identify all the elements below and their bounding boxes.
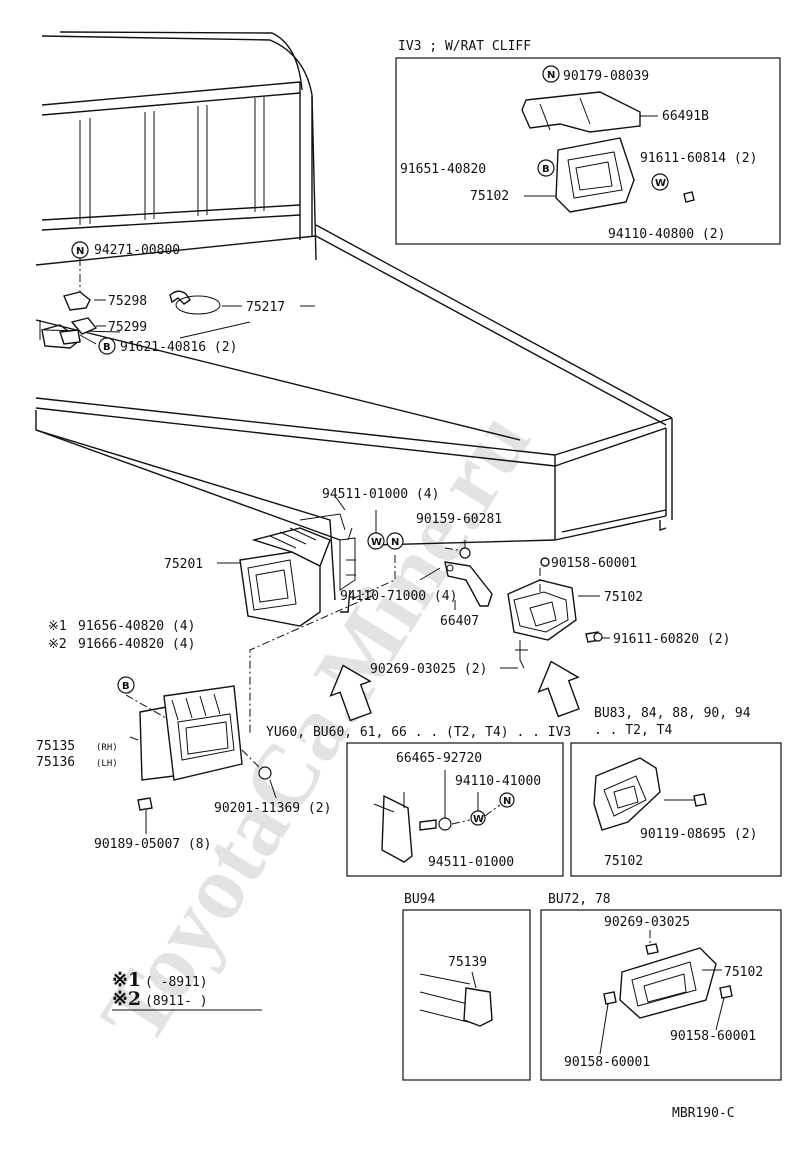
- part-label: 75102: [604, 854, 643, 869]
- label-75299: 75299: [108, 320, 147, 335]
- legend-mark2: ※2: [112, 988, 141, 1010]
- part-label: (LH): [96, 759, 118, 769]
- part-label: W: [371, 537, 382, 548]
- main-labels: 94271-00800 75298 75217 75299 91621-4081…: [36, 243, 751, 852]
- label-90158: 90158-60001: [551, 556, 637, 571]
- diagram-code: MBR190-C: [672, 1106, 735, 1121]
- label-90201: 90201-11369 (2): [214, 801, 331, 816]
- hook-parts: [59, 290, 221, 345]
- part-label: N: [391, 537, 399, 548]
- inset-iv3-title: IV3 ; W/RAT CLIFF: [398, 39, 531, 54]
- label-75102-main: 75102: [604, 590, 643, 605]
- bracket-66407: [419, 561, 493, 607]
- part-label: B: [103, 342, 111, 353]
- part-label: 91611-60814 (2): [640, 151, 757, 166]
- label-90159: 90159-60281: [416, 512, 502, 527]
- part-label: (RH): [96, 743, 118, 753]
- label-91656: 91656-40820 (4): [78, 619, 195, 634]
- label-75298: 75298: [108, 294, 147, 309]
- part-label: 90158-60001: [564, 1055, 650, 1070]
- part-label: 75139: [448, 955, 487, 970]
- legend-range2: (8911- ): [145, 994, 208, 1009]
- part-label: N: [76, 246, 84, 257]
- label-91666: 91666-40820 (4): [78, 637, 195, 652]
- part-label: 94511-01000: [428, 855, 514, 870]
- truck-bed-drawing: [35, 31, 673, 613]
- part-label: 90269-03025: [604, 915, 690, 930]
- part-label: 90179-08039: [563, 69, 649, 84]
- part-label: W: [655, 178, 666, 189]
- label-mark2: ※2: [48, 637, 67, 652]
- label-mark1: ※1: [48, 619, 67, 634]
- part-label: 91651-40820: [400, 162, 486, 177]
- part-symbols: N B W N B: [71, 241, 603, 780]
- part-label: 75102: [470, 189, 509, 204]
- part-label: B: [542, 164, 550, 175]
- part-label: W: [473, 814, 484, 825]
- part-label: 94110-41000: [455, 774, 541, 789]
- part-label: BU72, 78: [548, 892, 611, 907]
- label-66407: 66407: [440, 614, 479, 629]
- date-legend: ※1 ( -8911) ※2 (8911- ): [112, 969, 262, 1011]
- label-94511: 94511-01000 (4): [322, 487, 439, 502]
- inset-bu83: 90119-08695 (2) 75102: [570, 742, 782, 877]
- label-90189: 90189-05007 (8): [94, 837, 211, 852]
- label-75201: 75201: [164, 557, 203, 572]
- part-label: N: [503, 796, 511, 807]
- part-label: B: [122, 681, 130, 692]
- leader-lines: [79, 258, 610, 834]
- label-75135: 75135: [36, 739, 75, 754]
- part-label: 90119-08695 (2): [640, 827, 757, 842]
- part-label: 94110-40800 (2): [608, 227, 725, 242]
- part-label: 66491B: [662, 109, 709, 124]
- part-label: 66465-92720: [396, 751, 482, 766]
- pointer-arrows: [329, 660, 580, 722]
- label-75136: 75136: [36, 755, 75, 770]
- label-75217: 75217: [246, 300, 285, 315]
- license-lamp-75102-main: [507, 557, 601, 669]
- part-label: 75102: [724, 965, 763, 980]
- inset-yu60: 66465-92720 94110-41000 N W 94511-01000: [346, 742, 564, 877]
- mud-guard-bracket: [137, 685, 243, 811]
- tail-light-75201: [239, 513, 356, 627]
- label-91611-60820: 91611-60820 (2): [613, 632, 730, 647]
- label-models-yu: YU60, BU60, 61, 66 . . (T2, T4) . . IV3: [266, 725, 571, 740]
- label-91621: 91621-40816 (2): [120, 340, 237, 355]
- legend-mark1: ※1: [112, 969, 141, 991]
- label-94271: 94271-00800: [94, 243, 180, 258]
- label-models-bu83-2: . . T2, T4: [594, 723, 672, 738]
- label-94110-71000: 94110-71000 (4): [340, 589, 457, 604]
- part-label: N: [547, 70, 555, 81]
- label-90269-main: 90269-03025 (2): [370, 662, 487, 677]
- inset-bu72: BU72, 78 90269-03025 75102 90158-60001 9…: [540, 892, 782, 1081]
- inset-iv3: IV3 ; W/RAT CLIFF N 90179-08039 66491B B…: [395, 39, 781, 245]
- label-models-bu83-1: BU83, 84, 88, 90, 94: [594, 706, 751, 721]
- part-label: BU94: [404, 892, 435, 907]
- part-label: 90158-60001: [670, 1029, 756, 1044]
- legend-range1: ( -8911): [145, 975, 208, 990]
- inset-bu94: BU94 75139: [402, 892, 531, 1081]
